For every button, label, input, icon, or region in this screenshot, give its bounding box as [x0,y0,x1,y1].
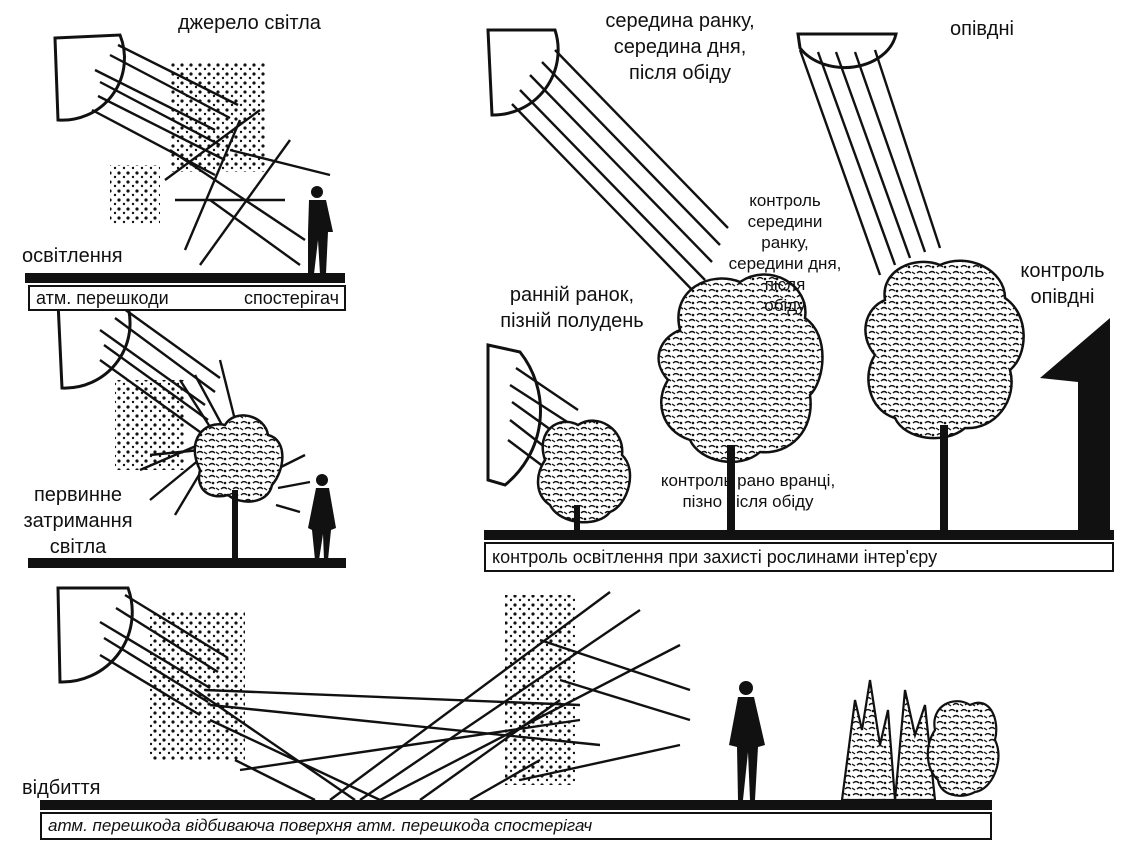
ground-4 [40,800,992,810]
control-midmorning-line3: ранку, [705,232,865,253]
midmorning-sun-label: середина ранку, середина дня, після обід… [570,8,790,86]
control-midmorning-line6: обіду [705,295,865,316]
tree-trunk-2 [232,490,238,562]
noon-sun-label: опівдні [950,16,1014,42]
early-sun-line1: ранній ранок, [482,282,662,308]
panel-reflection [40,588,998,810]
control-midmorning-line2: середини [705,211,865,232]
retention-label: первинне затримання світла [18,482,138,560]
atmospheric-particles-4a [150,610,245,760]
midmorning-sun-line2: середина дня, [570,34,790,60]
reflected-rays-4 [195,592,690,800]
control-midmorning-line4: середини дня, [705,253,865,274]
tree-small [538,421,630,523]
tree-right-trunk [940,425,948,533]
sun-source-early [488,345,540,485]
retention-label-line1: первинне [18,482,138,508]
atmospheric-particles-4b [505,595,575,785]
tree-crown-2 [195,415,283,501]
observer-figure-1 [308,186,333,274]
sun-source-noon [798,34,896,68]
midmorning-sun-line3: після обіду [570,60,790,86]
sun-source-midmorning [488,30,558,115]
caption-box-1: атм. перешкоди спостерігач [28,285,346,311]
retention-label-line2: затримання [18,508,138,534]
caption-observer-1: спостерігач [244,287,339,309]
reflection-label: відбиття [22,775,101,801]
tree-right [865,261,1023,438]
source-label: джерело світла [178,10,321,36]
early-sun-line2: пізній полудень [482,308,662,334]
caption-box-3: контроль освітлення при захисті рослинам… [484,542,1114,572]
control-midmorning-line1: контроль [705,190,865,211]
tree-small-trunk [574,505,580,533]
control-midmorning-label: контроль середини ранку, середини дня, п… [705,190,865,316]
control-midmorning-line5: після [705,274,865,295]
atmospheric-particles-1b [110,165,160,225]
conifer-4 [842,680,895,800]
control-early-line1: контроль рано вранці, [618,470,878,491]
caption-obstacles-1: атм. перешкоди [36,288,169,308]
ground-3 [484,530,1114,540]
control-early-label: контроль рано вранці, пізно після обіду [618,470,878,512]
shrub-4 [928,701,999,796]
observer-figure-4 [729,681,765,800]
building-wall [1040,318,1110,533]
sun-source-1 [55,35,124,120]
retention-label-line3: світла [18,534,138,560]
control-noon-line2: опівдні [1005,284,1120,310]
illumination-label: освітлення [22,243,123,269]
control-noon-label: контроль опівдні [1005,258,1120,310]
control-early-line2: пізно після обіду [618,491,878,512]
control-noon-line1: контроль [1005,258,1120,284]
caption-box-4: атм. перешкода відбиваюча поверхня атм. … [40,812,992,840]
midmorning-sun-line1: середина ранку, [570,8,790,34]
ground-1 [25,273,345,283]
observer-figure-2 [308,474,336,560]
early-sun-label: ранній ранок, пізній полудень [482,282,662,334]
